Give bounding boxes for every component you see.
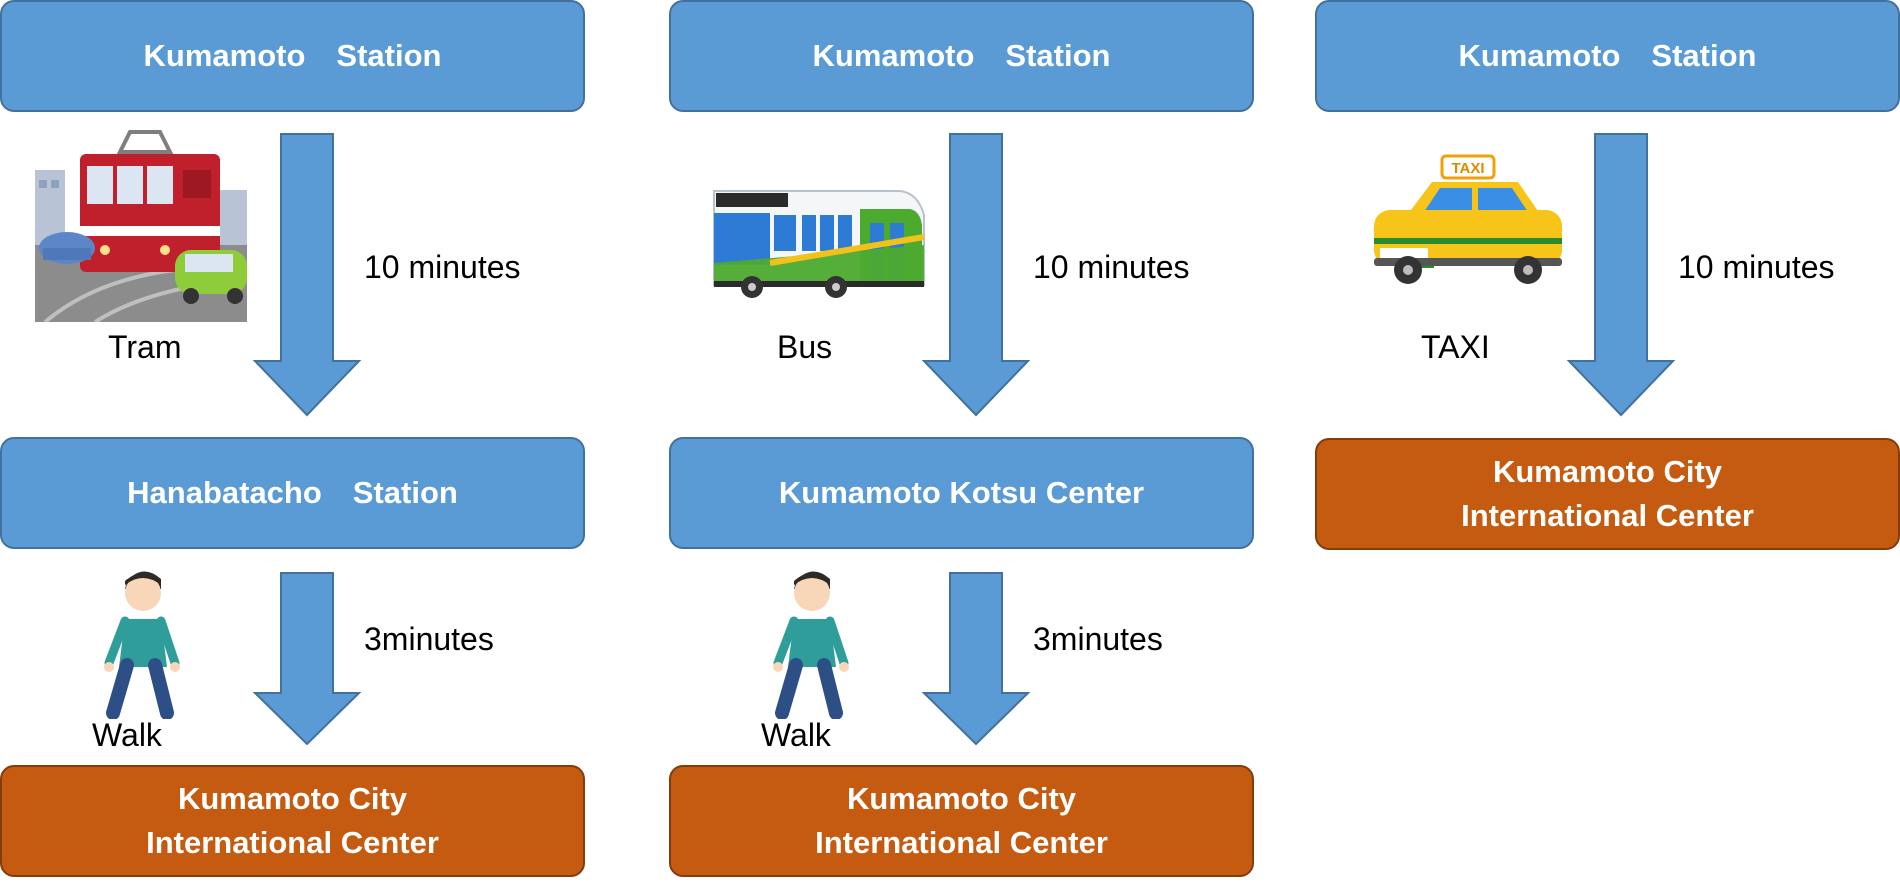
transfer-station-label: Hanabatacho Station bbox=[127, 475, 458, 510]
down-arrow-icon bbox=[921, 133, 1031, 417]
walk-label: Walk bbox=[761, 717, 831, 753]
start-box-bus: Kumamoto Station bbox=[669, 0, 1254, 112]
walk-duration-label: 3minutes bbox=[364, 621, 494, 657]
down-arrow-icon bbox=[921, 572, 1031, 746]
transfer-station-label: Kumamoto Kotsu Center bbox=[778, 475, 1145, 510]
destination-box: Kumamoto City International Center bbox=[1315, 438, 1900, 550]
start-station-label: Kumamoto Station bbox=[1458, 38, 1757, 73]
tram-icon bbox=[35, 130, 247, 322]
walk-duration-label: 3minutes bbox=[1033, 621, 1163, 657]
destination-label: Kumamoto City International Center bbox=[815, 781, 1108, 860]
destination-box: Kumamoto City International Center bbox=[669, 765, 1254, 877]
duration-label-tram: 10 minutes bbox=[364, 249, 521, 285]
destination-box: Kumamoto City International Center bbox=[0, 765, 585, 877]
destination-label: Kumamoto City International Center bbox=[1461, 454, 1754, 533]
start-station-label: Kumamoto Station bbox=[143, 38, 442, 73]
transfer-box-hanabatacho: Hanabatacho Station bbox=[0, 437, 585, 549]
mode-label-tram: Tram bbox=[108, 329, 182, 365]
start-box-tram: Kumamoto Station bbox=[0, 0, 585, 112]
down-arrow-icon bbox=[252, 133, 362, 417]
transfer-box-kotsu-center: Kumamoto Kotsu Center bbox=[669, 437, 1254, 549]
start-box-taxi: Kumamoto Station bbox=[1315, 0, 1900, 112]
svg-text:TAXI: TAXI bbox=[1451, 160, 1484, 177]
walk-label: Walk bbox=[92, 717, 162, 753]
duration-label-taxi: 10 minutes bbox=[1678, 249, 1835, 285]
bus-icon bbox=[713, 190, 925, 298]
mode-label-bus: Bus bbox=[777, 329, 833, 365]
duration-label-bus: 10 minutes bbox=[1033, 249, 1190, 285]
mode-label-taxi: TAXI bbox=[1421, 329, 1490, 365]
walking-man-icon bbox=[773, 571, 849, 719]
down-arrow-icon bbox=[1566, 133, 1676, 417]
taxi-icon: TAXI bbox=[1374, 154, 1562, 284]
down-arrow-icon bbox=[252, 572, 362, 746]
walking-man-icon bbox=[104, 571, 180, 719]
start-station-label: Kumamoto Station bbox=[812, 38, 1111, 73]
destination-label: Kumamoto City International Center bbox=[146, 781, 439, 860]
